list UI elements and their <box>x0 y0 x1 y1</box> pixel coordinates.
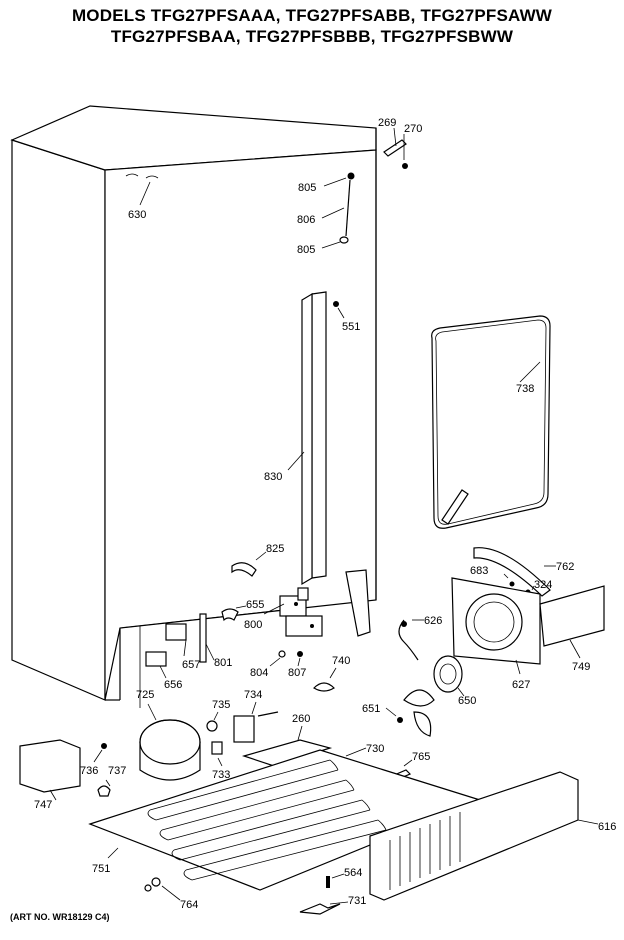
models-title-line-2: TFG27PFSBAA, TFG27PFSBBB, TFG27PFSBWW <box>110 27 514 46</box>
part-762: 762 <box>473 547 574 597</box>
part-630: 630 <box>128 181 151 221</box>
part-737: 737 <box>97 765 126 797</box>
part-651-fan-blade: 651 <box>362 689 435 737</box>
callout-806: 806 <box>297 214 315 226</box>
part-616-cover: 616 <box>369 771 616 901</box>
part-683: 683 <box>470 565 515 587</box>
part-731: 731 <box>299 895 366 915</box>
part-627-fan-shroud: 627 <box>451 577 541 691</box>
part-657: 657 <box>165 623 200 671</box>
callout-805-top: 805 <box>298 182 316 194</box>
part-738-gasket: 738 <box>431 315 551 529</box>
callout-270: 270 <box>404 123 422 135</box>
part-749-board: 749 <box>539 585 605 673</box>
callout-269: 269 <box>378 117 396 129</box>
part-801: 801 <box>199 613 232 669</box>
callout-731: 731 <box>348 895 366 907</box>
callout-805-bottom: 805 <box>297 244 315 256</box>
part-626: 626 <box>398 615 442 661</box>
part-830-channel: 830 <box>264 291 327 586</box>
callout-683: 683 <box>470 565 488 577</box>
callout-260: 260 <box>292 713 310 725</box>
callout-725: 725 <box>136 689 154 701</box>
callout-657: 657 <box>182 659 200 671</box>
part-764: 764 <box>144 877 198 911</box>
callout-736: 736 <box>80 765 98 777</box>
part-260: 260 <box>241 713 333 767</box>
callout-564: 564 <box>344 867 362 879</box>
part-725-compressor: 725 <box>136 689 201 781</box>
callout-801: 801 <box>214 657 232 669</box>
part-733: 733 <box>211 741 230 781</box>
part-269-270: 269 270 <box>378 117 422 169</box>
callout-324: 324 <box>534 579 552 591</box>
callout-626: 626 <box>424 615 442 627</box>
part-656: 656 <box>145 651 182 691</box>
callout-762: 762 <box>556 561 574 573</box>
models-title-line-1: MODELS TFG27PFSAAA, TFG27PFSABB, TFG27PF… <box>71 6 553 25</box>
callout-825: 825 <box>266 543 284 555</box>
callout-738: 738 <box>516 383 534 395</box>
callout-651: 651 <box>362 703 380 715</box>
callout-616: 616 <box>598 821 616 833</box>
callout-740: 740 <box>332 655 350 667</box>
part-564: 564 <box>326 867 362 888</box>
part-807: 807 <box>288 651 306 679</box>
part-806-tube: 805 806 805 <box>297 172 355 256</box>
part-730: 730 <box>345 743 384 757</box>
callout-655: 655 <box>246 599 264 611</box>
part-740: 740 <box>313 655 350 692</box>
callout-650: 650 <box>458 695 476 707</box>
part-747-bracket: 747 <box>19 739 81 811</box>
part-551: 551 <box>333 301 360 333</box>
art-number: (ART NO. WR18129 C4) <box>10 912 110 922</box>
callout-630: 630 <box>128 209 146 221</box>
callout-734: 734 <box>244 689 262 701</box>
callout-751: 751 <box>92 863 110 875</box>
callout-830: 830 <box>264 471 282 483</box>
part-655: 655 <box>221 599 264 622</box>
callout-735: 735 <box>212 699 230 711</box>
part-734: 734 <box>233 689 279 743</box>
callout-765: 765 <box>412 751 430 763</box>
callout-656: 656 <box>164 679 182 691</box>
callout-807: 807 <box>288 667 306 679</box>
callout-627: 627 <box>512 679 530 691</box>
callout-733: 733 <box>212 769 230 781</box>
callout-764: 764 <box>180 899 198 911</box>
part-804: 804 <box>250 650 286 679</box>
callout-730: 730 <box>366 743 384 755</box>
callout-804: 804 <box>250 667 268 679</box>
part-735: 735 <box>206 699 230 732</box>
part-825: 825 <box>231 543 284 577</box>
callout-800: 800 <box>244 619 262 631</box>
callout-747: 747 <box>34 799 52 811</box>
part-736: 736 <box>80 743 107 777</box>
callout-737: 737 <box>108 765 126 777</box>
part-650-fan-motor: 650 <box>433 655 476 707</box>
callout-749: 749 <box>572 661 590 673</box>
part-800-water-valve: 800 <box>244 587 323 637</box>
callout-551: 551 <box>342 321 360 333</box>
